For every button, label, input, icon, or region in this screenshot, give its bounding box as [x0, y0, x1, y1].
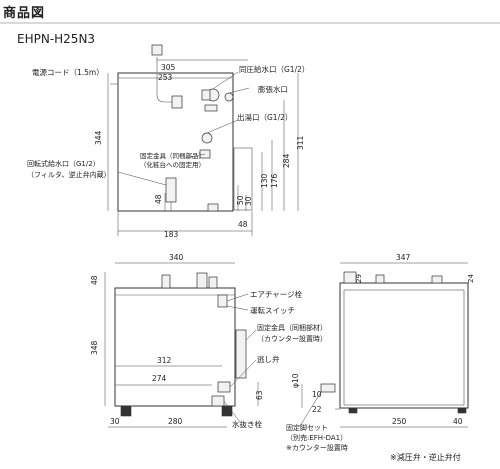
dim-305: 305: [161, 63, 176, 72]
label-hot-outlet: 出湯口（G1/2）: [237, 112, 292, 122]
dim-280: 280: [168, 417, 183, 426]
side-view-body: [339, 282, 469, 409]
dim-130: 130: [260, 173, 269, 188]
dim-348: 348: [90, 340, 99, 355]
dim-50: 50: [236, 195, 245, 205]
front-top-fitting: [161, 274, 171, 289]
dim-30b: 30: [110, 417, 120, 426]
air-charge-plug-part: [217, 294, 228, 308]
label-fixing-leg-set-3: ※カウンター設置時: [286, 443, 348, 452]
label-phi10: φ10: [291, 373, 300, 388]
leader-rotary-inlet: [117, 171, 167, 186]
top-view-body: [117, 72, 234, 212]
front-view-body: [114, 287, 236, 407]
dim-22: 22: [312, 405, 322, 414]
top-view: 305 253 344 311 284 176 130 50 30 48 183…: [27, 44, 309, 239]
hot-outlet-fitting: [201, 132, 213, 144]
drain-plug-part: [211, 395, 225, 407]
dim-176: 176: [270, 173, 279, 188]
rotary-inlet-fitting: [165, 177, 177, 203]
dim-63: 63: [255, 390, 264, 400]
dim-48a: 48: [154, 194, 163, 204]
side-view: 347 29 24 22 250 40 φ10 10 固定脚セット （別売:EF…: [286, 253, 475, 452]
dim-312: 312: [157, 356, 172, 365]
valve-base: [204, 104, 218, 112]
label-fixing-leg-set-1: 固定脚セット: [286, 423, 328, 432]
label-drain-plug: 水抜き栓: [232, 419, 262, 429]
dim-29: 29: [355, 274, 363, 283]
side-top-fitting-2: [375, 274, 385, 284]
counter-bracket-part: [235, 329, 247, 379]
label-rotary-inlet-1: 回転式給水口（G1/2）: [27, 159, 100, 168]
dim-10: 10: [312, 390, 322, 399]
label-power-cord: 電源コード（1.5m）: [32, 68, 104, 77]
cord-path: [156, 73, 175, 103]
pressure-inlet-body: [201, 89, 211, 101]
leader-drain-plug: [223, 400, 241, 423]
label-run-switch: 運転スイッチ: [250, 306, 295, 315]
label-counter-bracket-1: 固定金具（同梱部材）: [257, 323, 327, 332]
leader-counter-bracket: [245, 329, 257, 341]
fixing-leg-part: [320, 383, 336, 393]
dim-344: 344: [94, 130, 103, 145]
label-fixing-bracket-2: （化粧台への固定用）: [140, 160, 205, 169]
dim-340: 340: [169, 253, 184, 262]
label-expansion-outlet: 膨張水口: [258, 84, 288, 94]
side-view-inner: [343, 289, 465, 406]
relief-valve-part: [217, 381, 231, 393]
dim-284: 284: [282, 153, 291, 168]
dim-40: 40: [453, 417, 463, 426]
model-number: EHPN-H25N3: [17, 32, 96, 46]
dim-274: 274: [152, 374, 167, 383]
leader-relief-valve: [229, 359, 257, 388]
bottom-bracket: [207, 203, 219, 212]
dim-250: 250: [392, 417, 407, 426]
side-right-foot: [457, 407, 467, 414]
dim-30: 30: [244, 196, 253, 206]
dim-183: 183: [164, 230, 179, 239]
front-right-foot: [221, 405, 233, 417]
leader-fixing-leg: [299, 391, 322, 427]
front-view: 340 48 348 312 274 30 280 63 エアチャージ栓 運転ス…: [90, 253, 327, 429]
side-top-fitting-1: [343, 271, 357, 284]
label-rotary-inlet-2: （フィルタ、逆止弁内蔵）: [27, 170, 111, 179]
leader-pressure-inlet: [212, 71, 239, 90]
leader-hot-outlet: [206, 119, 239, 134]
label-counter-bracket-2: （カウンター設置時）: [257, 334, 327, 343]
leader-expansion: [228, 87, 250, 94]
expansion-fitting: [224, 92, 234, 102]
side-left-foot: [348, 407, 358, 414]
dim-253: 253: [158, 73, 173, 82]
front-top-valve: [196, 272, 208, 289]
dim-311: 311: [296, 135, 305, 150]
dim-347: 347: [396, 253, 411, 262]
label-relief-valve: 逃し弁: [257, 354, 280, 364]
label-air-charge-plug: エアチャージ栓: [250, 289, 303, 299]
page-title: 商品図: [3, 6, 46, 21]
footnote-pressure-valve: ※減圧弁・逆止弁付: [390, 452, 461, 462]
dim-24: 24: [467, 274, 475, 283]
cord-clamp: [171, 95, 183, 109]
dim-48c: 48: [90, 275, 99, 285]
side-top-fitting-3: [431, 275, 443, 284]
leader-fixing-bracket: [184, 153, 206, 159]
label-pressure-inlet: 同圧給水口（G1/2）: [239, 64, 309, 74]
front-top-valve-2: [208, 276, 218, 289]
top-fitting: [151, 44, 163, 56]
leader-run-switch: [226, 305, 249, 311]
label-fixing-bracket-1: 固定金具（同梱部品）: [140, 151, 205, 160]
dim-48b: 48: [238, 220, 248, 229]
title-divider: [0, 22, 500, 24]
front-left-foot: [120, 405, 132, 417]
leader-air-charge: [226, 293, 249, 302]
label-fixing-leg-set-2: （別売:EFH-DA1）: [286, 433, 347, 442]
top-view-side-panel: [233, 147, 253, 211]
